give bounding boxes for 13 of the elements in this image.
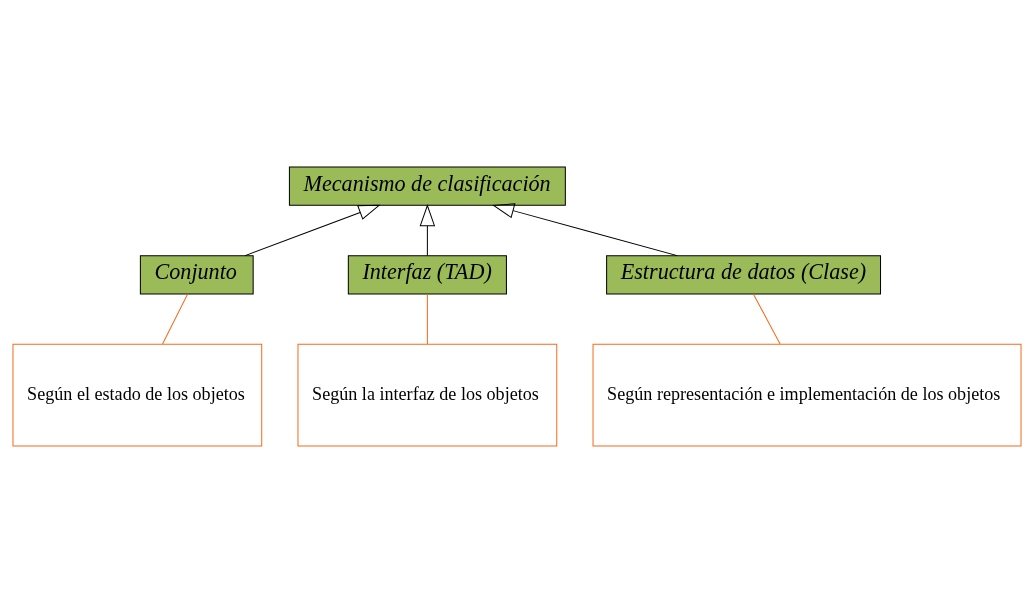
arrow: [419, 204, 436, 256]
node-box: Mecanismo de clasificación: [288, 166, 566, 206]
node-box: Interfaz (TAD): [347, 255, 507, 295]
connector: [426, 293, 428, 345]
arrow: [492, 203, 678, 257]
arrow: [244, 204, 381, 257]
node-box: Según representación e implementación de los objetos: [592, 343, 1022, 447]
node-box: Según el estado de los objetos: [12, 343, 263, 447]
connector: [162, 293, 189, 345]
connector: [752, 293, 781, 345]
node-box: Según la interfaz de los objetos: [297, 343, 558, 447]
node-box: Conjunto: [139, 255, 254, 295]
node-box: Estructura de datos (Clase): [606, 255, 882, 295]
